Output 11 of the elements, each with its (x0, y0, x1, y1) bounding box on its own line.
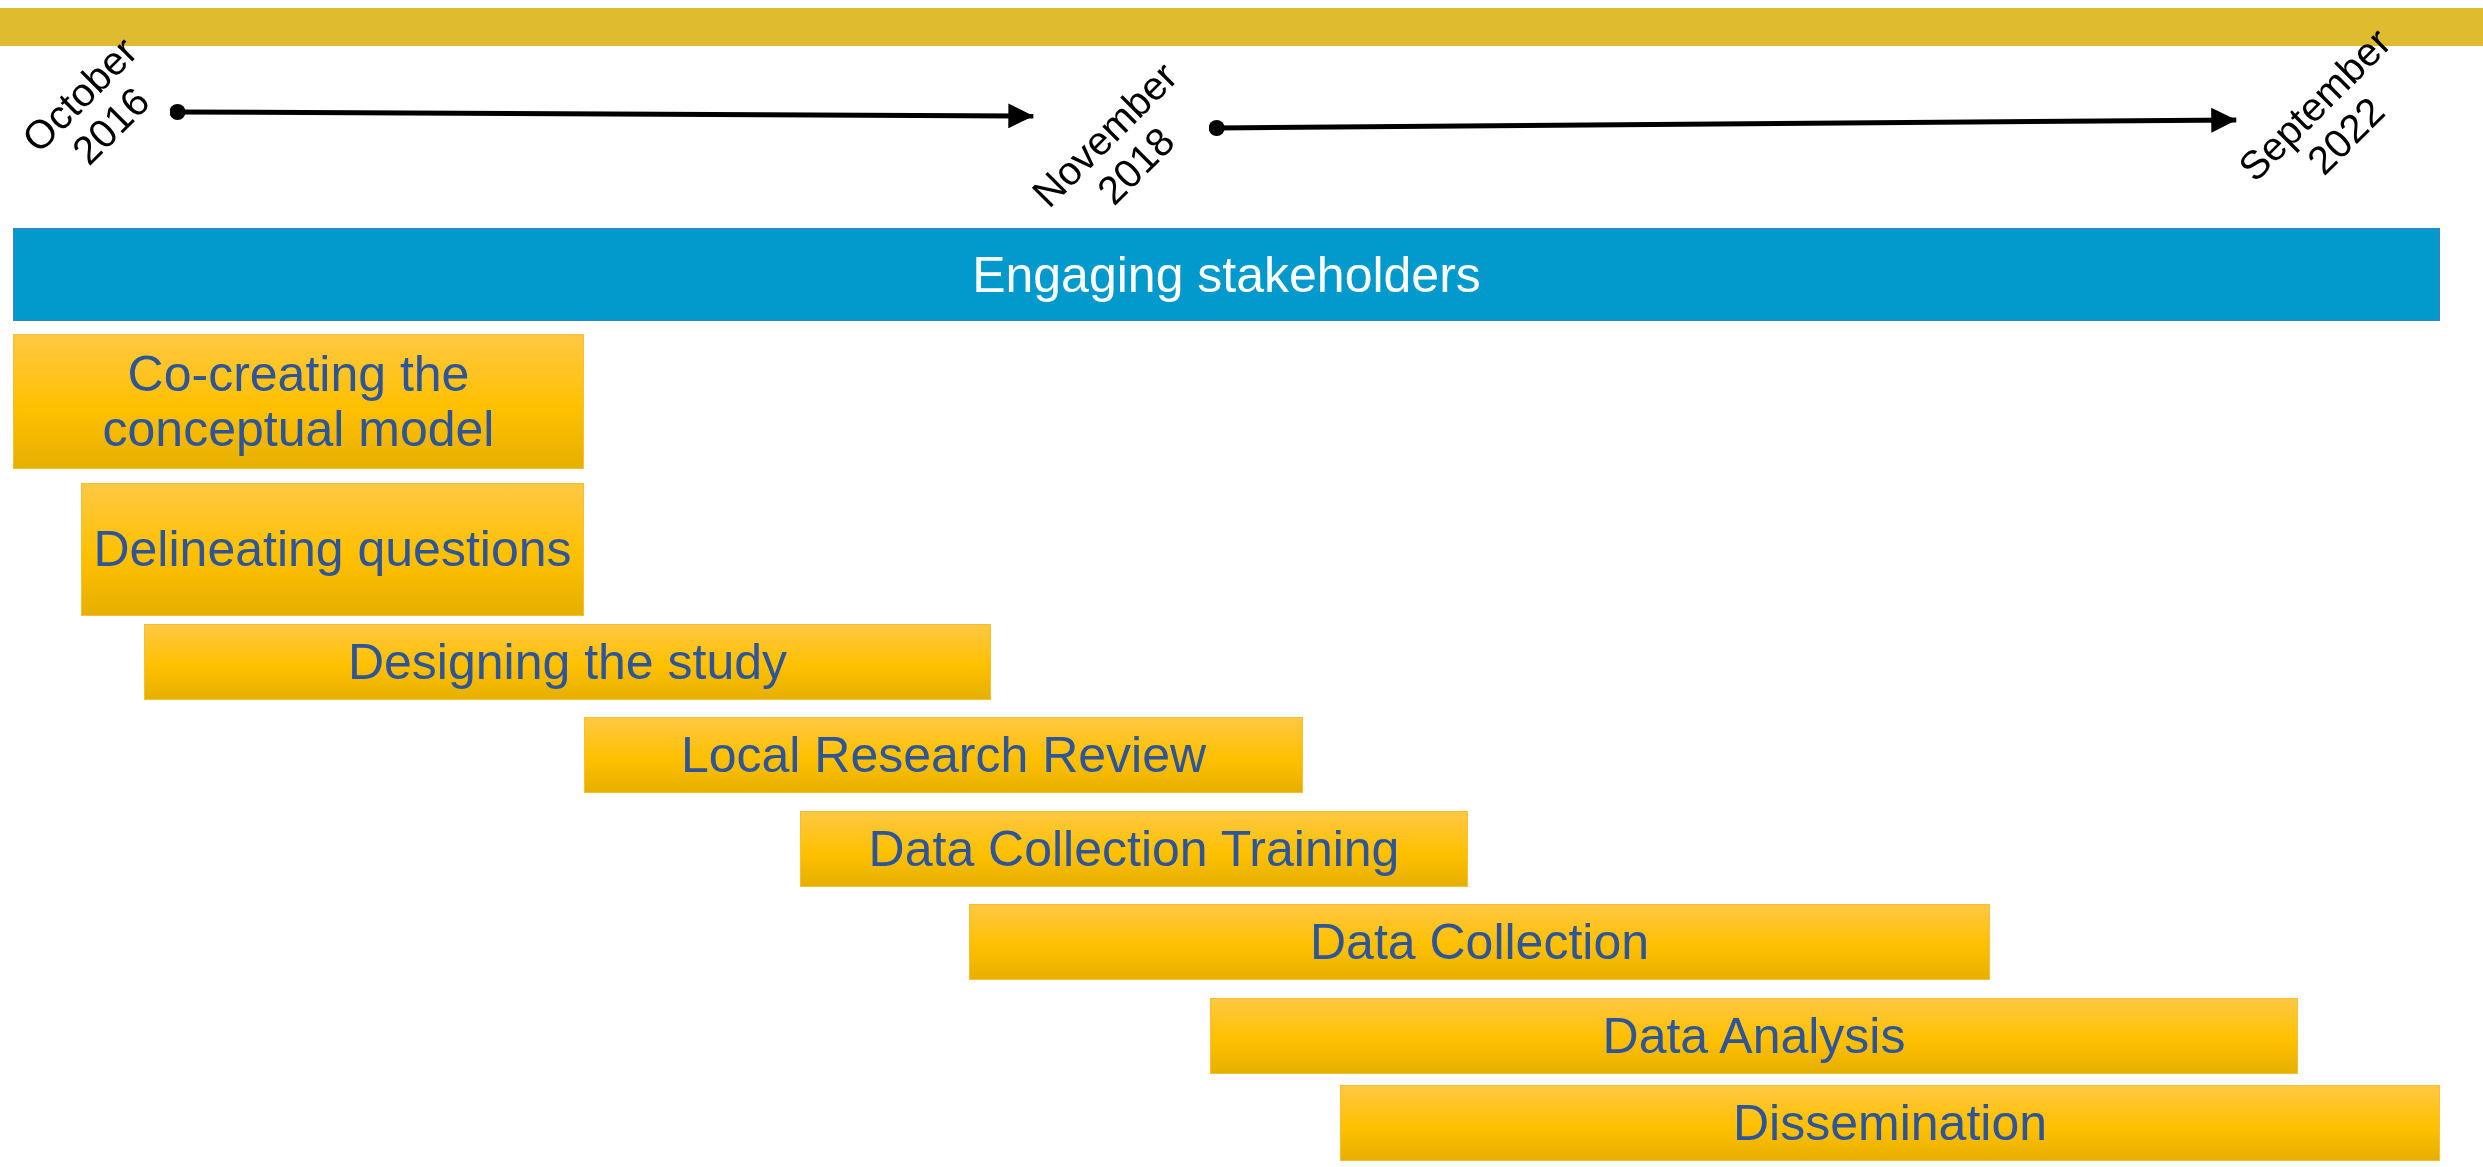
task-bar: Data Collection (969, 904, 1990, 980)
task-bar: Data Analysis (1210, 998, 2298, 1074)
timeline-arrow (169, 103, 1034, 129)
task-bar: Dissemination (1340, 1085, 2440, 1161)
task-bar: Co-creating the conceptual model (13, 334, 584, 469)
timeline-arrow (1208, 107, 2237, 136)
phase-bar: Engaging stakeholders (13, 228, 2440, 321)
task-bar: Delineating questions (81, 483, 584, 616)
task-bar: Local Research Review (584, 717, 1303, 793)
task-bar: Designing the study (144, 624, 991, 700)
task-bar: Data Collection Training (800, 811, 1468, 887)
